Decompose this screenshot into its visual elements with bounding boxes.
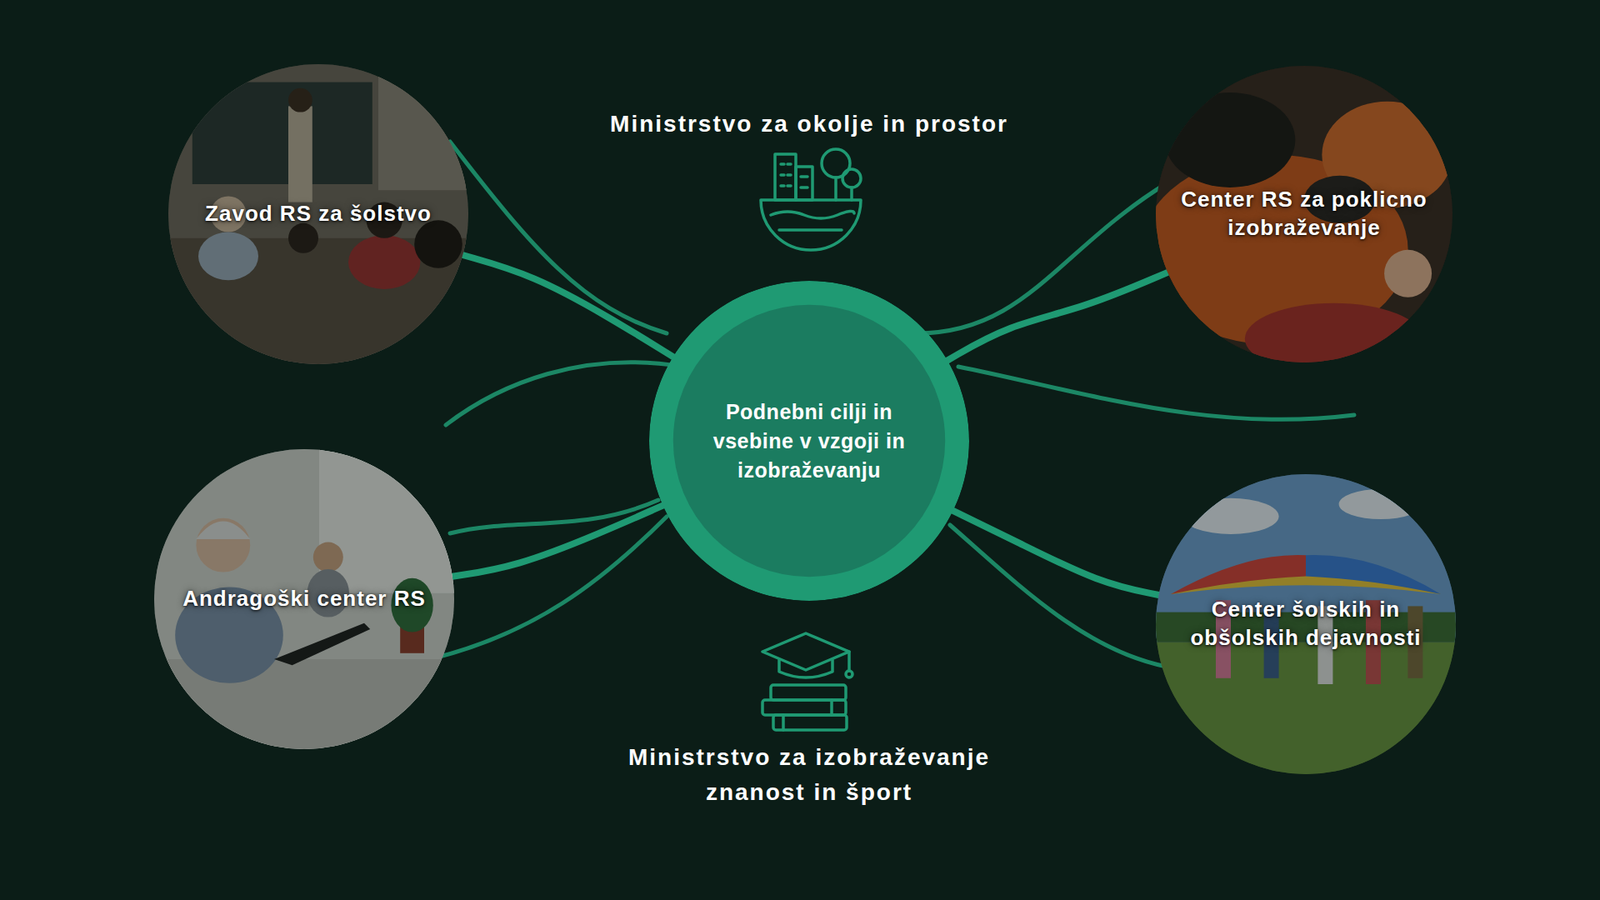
branch-connector (953, 510, 1160, 595)
branch-strand (433, 516, 667, 659)
photo-shade (154, 449, 455, 750)
photo-shade (168, 64, 469, 365)
photo-circle: Andragoški center RS (154, 449, 455, 750)
ministry-label: Ministrstvo za okolje in prostor (550, 106, 1068, 142)
globe-shape (760, 200, 861, 250)
cap-board (762, 633, 850, 670)
book-spine (783, 700, 832, 730)
photo-circle: Center šolskih in obšolskih dejavnosti (1155, 474, 1456, 775)
building-shape (795, 166, 813, 200)
branch-strand (450, 500, 659, 534)
hub-title: Podnebni cilji in vsebine v vzgoji in iz… (696, 397, 922, 485)
photo-shade (1155, 474, 1456, 775)
environment-icon (760, 149, 861, 250)
circle-label: Center šolskih in obšolskih dejavnosti (1168, 595, 1444, 653)
cap-base (779, 660, 833, 678)
cap-tassel (845, 670, 853, 678)
branch-connector (462, 255, 673, 357)
wave-line (770, 210, 855, 219)
branch-connector (452, 505, 663, 577)
circle-label: Andragoški center RS (166, 585, 442, 614)
tree-crown (842, 169, 861, 188)
building-shape (775, 154, 796, 200)
hub-ring (649, 280, 970, 601)
window-lines (780, 164, 808, 188)
branch-strand (450, 141, 667, 334)
branch-strand (958, 366, 1355, 420)
photo-shape (1155, 65, 1453, 363)
branch-strand (445, 362, 684, 425)
photo-circle: Center RS za poklicno izobraževanje (1155, 65, 1453, 363)
book-shape (770, 685, 846, 700)
book-shape (762, 700, 846, 715)
circle-outline (1155, 65, 1453, 363)
circle-label: Zavod RS za šolstvo (185, 200, 452, 229)
ministry-label: Ministrstvo za izobraževanje znanost in … (584, 740, 1035, 810)
branch-connector (947, 272, 1168, 361)
branch-strand (916, 183, 1167, 334)
education-icon (762, 633, 853, 730)
hub-circle: Podnebni cilji in vsebine v vzgoji in iz… (649, 280, 970, 601)
photo-shape (154, 449, 455, 750)
wave-line (779, 228, 842, 232)
circle-label: Center RS za poklicno izobraževanje (1166, 185, 1442, 243)
photo-circle: Zavod RS za šolstvo (168, 64, 469, 365)
cap-tassel (847, 651, 851, 670)
photo-shade (1155, 65, 1453, 363)
branch-strand (950, 525, 1167, 667)
tree-trunk (835, 177, 852, 200)
photo-shape (168, 64, 469, 365)
hub-core (673, 305, 945, 577)
circle-outline (1155, 474, 1456, 775)
